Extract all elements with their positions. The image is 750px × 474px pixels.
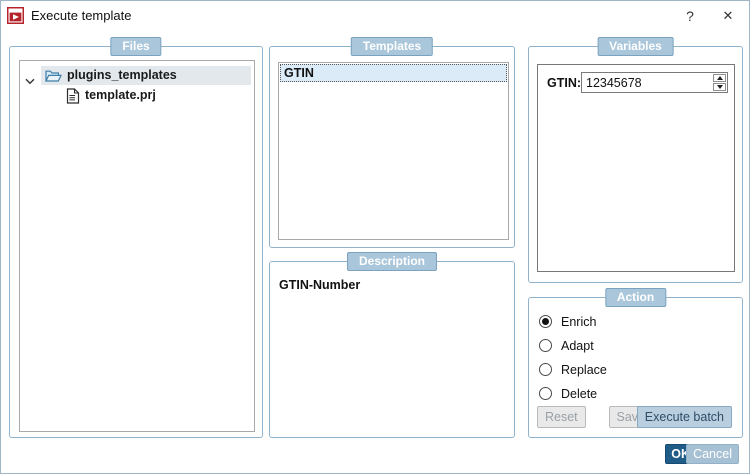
help-button[interactable]: ? xyxy=(675,1,705,30)
window-title: Execute template xyxy=(31,8,132,23)
radio-option-adapt[interactable]: Adapt xyxy=(539,338,594,353)
radio-label: Delete xyxy=(561,386,598,401)
radio-icon xyxy=(539,387,552,400)
variables-panel-title: Variables xyxy=(597,37,674,56)
radio-label: Adapt xyxy=(561,338,594,353)
cancel-button[interactable]: Cancel xyxy=(686,444,739,464)
spin-up-button[interactable] xyxy=(713,74,726,82)
document-icon xyxy=(66,88,80,109)
tree-item-label: plugins_templates xyxy=(67,68,177,82)
close-button[interactable]: ✕ xyxy=(713,1,743,30)
tree-item-label: template.prj xyxy=(85,88,156,102)
arrow-up-icon xyxy=(716,76,723,80)
app-icon xyxy=(7,7,24,24)
variable-row: GTIN: xyxy=(547,72,728,93)
templates-list: GTIN xyxy=(278,62,509,240)
tree-item-file[interactable]: template.prj xyxy=(20,86,254,106)
radio-option-replace[interactable]: Replace xyxy=(539,362,607,377)
radio-icon xyxy=(539,315,552,328)
variables-panel: Variables GTIN: xyxy=(528,37,743,283)
title-bar: Execute template ? ✕ xyxy=(1,1,749,31)
files-panel-title: Files xyxy=(110,37,162,56)
files-tree: plugins_templates template.prj xyxy=(19,60,255,432)
radio-icon xyxy=(539,339,552,352)
radio-option-enrich[interactable]: Enrich xyxy=(539,314,596,329)
open-folder-icon xyxy=(45,69,62,88)
gtin-field-label: GTIN: xyxy=(547,75,582,90)
radio-label: Replace xyxy=(561,362,607,377)
tree-item-folder[interactable]: plugins_templates xyxy=(20,66,254,86)
description-text: GTIN-Number xyxy=(279,278,361,292)
variables-box: GTIN: xyxy=(537,64,735,272)
files-panel: Files plugins_templates xyxy=(9,37,263,438)
execute-batch-button[interactable]: Execute batch xyxy=(636,406,732,428)
gtin-spinbox xyxy=(581,72,728,93)
description-panel-title: Description xyxy=(346,252,438,271)
gtin-input[interactable] xyxy=(582,73,712,92)
radio-option-delete[interactable]: Delete xyxy=(539,386,597,401)
spin-buttons xyxy=(712,73,727,92)
list-item-selected[interactable]: GTIN xyxy=(280,64,507,82)
description-panel: Description GTIN-Number xyxy=(269,252,515,438)
action-panel-title: Action xyxy=(604,288,667,307)
templates-panel-title: Templates xyxy=(350,37,434,56)
reset-button[interactable]: Reset xyxy=(537,406,586,428)
spin-down-button[interactable] xyxy=(713,83,726,91)
action-panel: Action Enrich Adapt Replace Delete Reset… xyxy=(528,288,743,438)
radio-label: Enrich xyxy=(561,314,597,329)
tree-selection-highlight xyxy=(41,66,251,85)
arrow-down-icon xyxy=(716,85,723,89)
radio-icon xyxy=(539,363,552,376)
chevron-down-icon[interactable] xyxy=(25,72,35,90)
templates-panel: Templates GTIN xyxy=(269,37,515,248)
